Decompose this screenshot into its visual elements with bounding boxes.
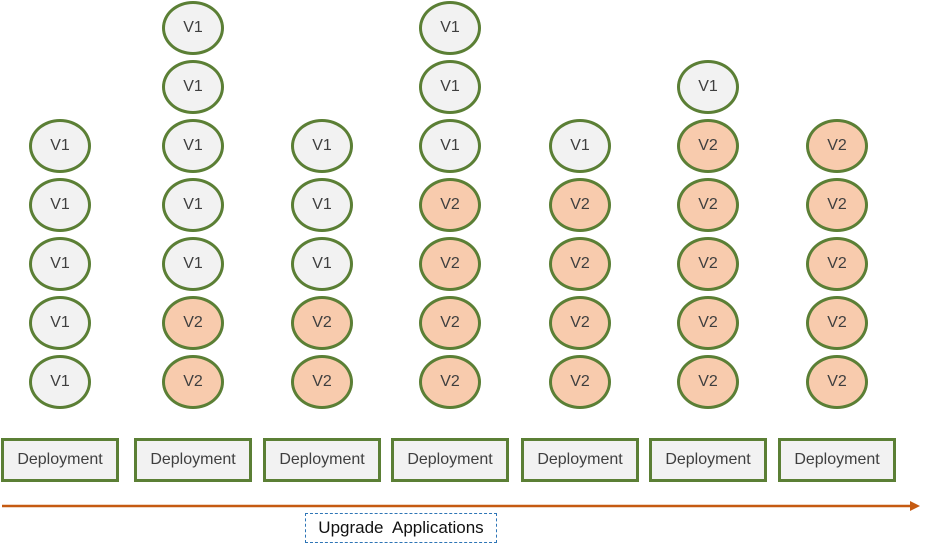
upgrade-applications-label: Upgrade Applications [305, 513, 497, 543]
pod-v2: V2 [806, 119, 868, 173]
pod-v1: V1 [291, 178, 353, 232]
deployment-box: Deployment [649, 438, 767, 482]
pod-v2: V2 [549, 355, 611, 409]
deployment-box: Deployment [521, 438, 639, 482]
pod-v2: V2 [677, 119, 739, 173]
pod-v1: V1 [419, 119, 481, 173]
pod-v1: V1 [29, 178, 91, 232]
deployment-box: Deployment [391, 438, 509, 482]
pod-v2: V2 [162, 355, 224, 409]
pod-v2: V2 [291, 355, 353, 409]
pod-v1: V1 [162, 119, 224, 173]
deployment-box: Deployment [778, 438, 896, 482]
pod-v1: V1 [549, 119, 611, 173]
pod-v1: V1 [29, 237, 91, 291]
deployment-box: Deployment [1, 438, 119, 482]
pod-v1: V1 [162, 1, 224, 55]
pod-v1: V1 [29, 355, 91, 409]
pod-v1: V1 [162, 60, 224, 114]
pod-v2: V2 [419, 178, 481, 232]
pod-v2: V2 [677, 355, 739, 409]
pod-v1: V1 [29, 119, 91, 173]
pod-v2: V2 [806, 355, 868, 409]
pod-v2: V2 [677, 237, 739, 291]
pod-v2: V2 [162, 296, 224, 350]
deployment-box: Deployment [134, 438, 252, 482]
pod-v2: V2 [806, 237, 868, 291]
pod-v2: V2 [419, 237, 481, 291]
pod-v1: V1 [162, 237, 224, 291]
pod-v1: V1 [419, 1, 481, 55]
pod-v2: V2 [549, 237, 611, 291]
pod-v1: V1 [677, 60, 739, 114]
pod-v1: V1 [419, 60, 481, 114]
pod-v1: V1 [291, 237, 353, 291]
pod-v2: V2 [677, 178, 739, 232]
pod-v2: V2 [677, 296, 739, 350]
pod-v2: V2 [806, 296, 868, 350]
pod-v2: V2 [291, 296, 353, 350]
pod-v2: V2 [419, 296, 481, 350]
pod-v2: V2 [419, 355, 481, 409]
deployment-box: Deployment [263, 438, 381, 482]
pod-v1: V1 [162, 178, 224, 232]
pod-v1: V1 [291, 119, 353, 173]
pod-v2: V2 [806, 178, 868, 232]
pod-v2: V2 [549, 296, 611, 350]
timeline-arrow [2, 501, 920, 511]
pod-v1: V1 [29, 296, 91, 350]
pod-v2: V2 [549, 178, 611, 232]
